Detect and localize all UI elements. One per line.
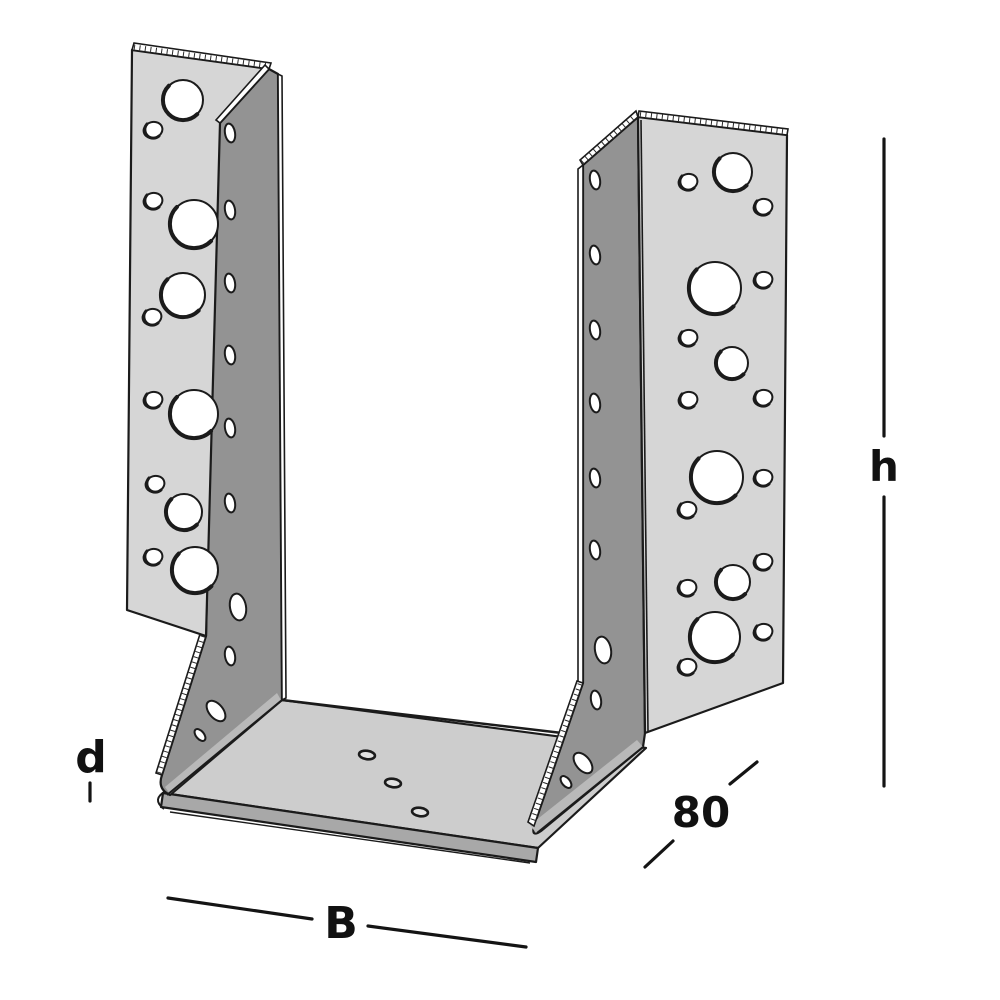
dim-line-B-right <box>366 924 528 949</box>
hole-shadow-rim <box>160 83 200 123</box>
dim-label-B: B <box>324 898 358 949</box>
hole-shadow-rim <box>688 456 738 506</box>
left-flange-back-edge <box>277 72 287 702</box>
hole-shadow-rim <box>677 580 695 598</box>
dim-line-80-upper <box>728 760 759 786</box>
hole-shadow-rim <box>678 392 696 410</box>
left-plate-top-edge <box>130 42 273 70</box>
flange-bend-hole <box>193 728 207 742</box>
flange-hole <box>588 392 602 414</box>
flange-hole <box>589 689 603 711</box>
hole-shadow-rim <box>753 199 771 217</box>
hole-shadow-rim <box>167 394 214 441</box>
hole-shadow-rim <box>142 309 160 327</box>
left-plate-top-hatching <box>133 44 270 69</box>
hole-shadow-rim <box>713 567 748 602</box>
flange-hole <box>588 319 602 341</box>
seat-hole <box>383 777 403 789</box>
right-bend-band <box>530 740 643 833</box>
hole-shadow-rim <box>169 551 214 596</box>
right-flange-top-hatching <box>580 113 638 164</box>
dim-line-80-lower <box>643 839 675 869</box>
right-flange-edge-band <box>527 679 585 828</box>
flange-bend-hole <box>559 775 573 789</box>
flange-bend-hole <box>572 751 594 775</box>
flange-hole <box>588 244 602 266</box>
dim-label-h: h <box>869 442 899 491</box>
right-flange-front-edge <box>577 163 584 687</box>
hole-shadow-rim <box>678 174 696 192</box>
seat-front-edge-lip <box>169 811 531 864</box>
flange-hole <box>223 122 237 144</box>
left-fold-highlight <box>214 63 271 125</box>
flange-hole <box>223 417 237 439</box>
hole-shadow-rim <box>753 554 771 572</box>
dim-label-80: 80 <box>672 788 730 837</box>
dimension-annotations: d B 80 h <box>75 137 899 949</box>
hole-shadow-rim <box>163 497 199 533</box>
right-seat-fold-line <box>536 746 644 834</box>
hole-shadow-rim <box>143 193 161 211</box>
seat-hole <box>357 749 377 761</box>
right-plate <box>527 109 789 835</box>
hole-shadow-rim <box>145 476 163 494</box>
hole-shadow-rim <box>167 204 214 251</box>
hole-shadow-rim <box>143 549 161 567</box>
perforation-holes <box>141 79 774 818</box>
flange-hole-large <box>228 592 248 622</box>
flange-hole <box>223 272 237 294</box>
hole-shadow-rim <box>713 349 746 382</box>
seat-front-edge <box>159 791 540 864</box>
flange-hole <box>223 492 237 514</box>
hole-shadow-rim <box>677 502 695 520</box>
hole-shadow-rim <box>753 470 771 488</box>
hole-shadow-rim <box>158 277 201 320</box>
flange-bend-hole <box>205 699 227 723</box>
flange-hole <box>223 344 237 366</box>
flange-hole <box>588 467 602 489</box>
hole-shadow-rim <box>143 122 161 140</box>
hole-shadow-rim <box>677 659 695 677</box>
dim-line-B-left <box>166 896 314 921</box>
left-bend-band <box>165 693 281 794</box>
hole-shadow-rim <box>686 267 736 317</box>
hole-shadow-rim <box>753 390 771 408</box>
left-seat-fold-line <box>166 699 283 796</box>
flange-hole <box>223 645 237 667</box>
flange-hole <box>588 539 602 561</box>
seat-hole <box>410 806 430 818</box>
left-flange-edge-hatching <box>156 635 206 774</box>
seat-back-edge <box>281 698 563 735</box>
flange-hole <box>223 199 237 221</box>
flange-hole-large <box>593 635 613 665</box>
right-flange-edge-hatching <box>529 683 583 823</box>
hole-shadow-rim <box>678 330 696 348</box>
hole-shadow-rim <box>753 272 771 290</box>
flange-hole <box>588 169 602 191</box>
right-plate-top-edge <box>637 110 789 136</box>
right-fold-line <box>640 119 649 732</box>
hole-shadow-rim <box>711 156 749 194</box>
hole-shadow-rim <box>687 617 735 665</box>
hole-shadow-rim <box>143 392 161 410</box>
seat-rounded-corner <box>157 790 167 810</box>
dim-label-d: d <box>75 732 107 783</box>
hole-shadow-rim <box>753 624 771 642</box>
